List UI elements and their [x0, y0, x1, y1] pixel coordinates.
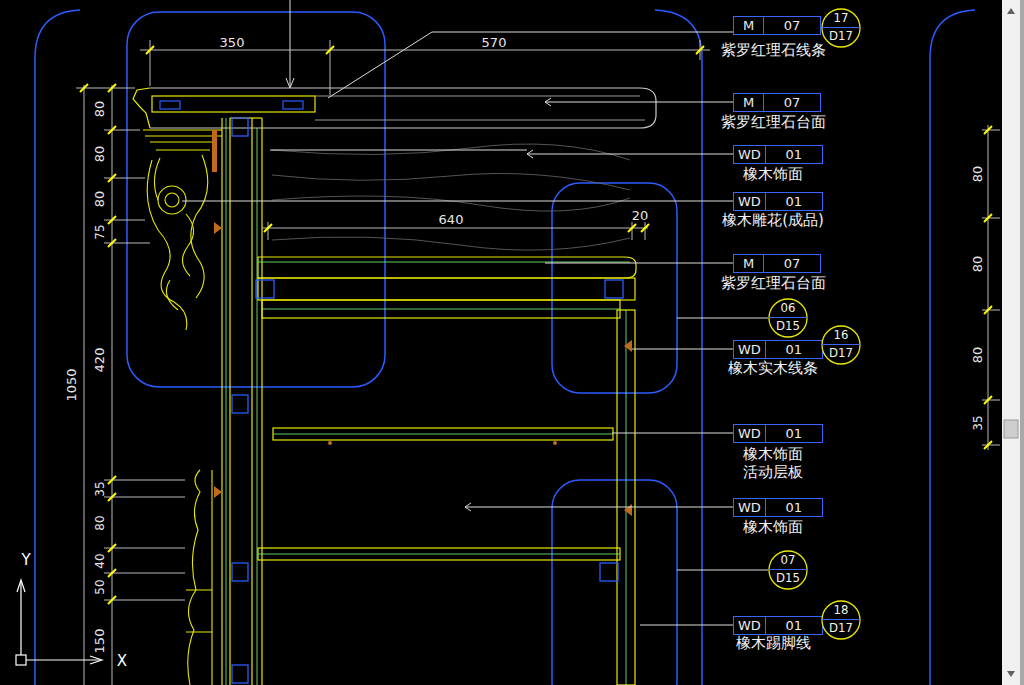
dimension-text: 20 [632, 208, 649, 224]
material-number: 01 [766, 425, 822, 442]
material-tag: M07 [733, 16, 821, 35]
axis-label: X [117, 652, 127, 670]
sheet-number: D15 [768, 319, 808, 334]
material-tag: WD01 [733, 498, 823, 517]
detail-number: 06 [768, 301, 808, 316]
material-code: WD [734, 146, 766, 163]
section-callout: 17D17 [821, 8, 861, 48]
material-code: WD [734, 341, 766, 358]
detail-number: 18 [821, 603, 861, 618]
material-tag: WD01 [733, 145, 823, 164]
material-tag: WD01 [733, 424, 823, 443]
dimension-text: 40 [93, 553, 107, 568]
dimension-text: 35 [971, 415, 985, 430]
dimension-text: 80 [92, 101, 108, 118]
dimension-text: 350 [220, 35, 245, 51]
dimension-text: 80 [93, 515, 107, 530]
material-number: 01 [766, 499, 822, 516]
material-code: M [734, 94, 764, 111]
material-code: WD [734, 193, 766, 210]
material-tag: WD01 [733, 192, 823, 211]
material-number: 07 [764, 255, 820, 272]
material-tag: WD01 [733, 616, 823, 635]
material-code: M [734, 255, 764, 272]
material-label: 橡木实木线条 [728, 359, 818, 377]
material-number: 01 [766, 617, 822, 634]
sheet-number: D17 [821, 29, 861, 44]
axis-label: Y [21, 551, 30, 569]
material-tag: WD01 [733, 340, 823, 359]
dimension-text: 80 [92, 191, 108, 208]
dimension-text: 80 [92, 146, 108, 163]
section-callout: 18D17 [821, 600, 861, 640]
dimension-text: 80 [970, 166, 986, 183]
section-callout: 07D15 [768, 550, 808, 590]
material-number: 01 [766, 193, 822, 210]
material-label: 橡木饰面 [743, 518, 803, 536]
section-callout: 06D15 [768, 298, 808, 338]
dimension-text: 420 [92, 348, 108, 373]
dimension-text: 75 [93, 224, 107, 239]
material-label: 紫罗红理石台面 [721, 274, 826, 292]
section-callout: 16D17 [821, 325, 861, 365]
dimension-text: 640 [439, 212, 464, 228]
detail-number: 07 [768, 553, 808, 568]
material-tag: M07 [733, 254, 821, 273]
sheet-number: D17 [821, 621, 861, 636]
material-number: 01 [766, 146, 822, 163]
sheet-number: D15 [768, 571, 808, 586]
material-number: 01 [766, 341, 822, 358]
dimension-text: 80 [970, 256, 986, 273]
material-label: 橡木踢脚线 [736, 634, 811, 652]
material-code: M [734, 17, 764, 34]
material-label: 紫罗红理石线条 [721, 41, 826, 59]
dimension-text: 570 [482, 35, 507, 51]
dimension-text: 1050 [64, 368, 80, 401]
dimension-text: 50 [93, 579, 107, 594]
material-code: WD [734, 499, 766, 516]
material-tag: M07 [733, 93, 821, 112]
material-label: 橡木饰面 [743, 165, 803, 183]
material-code: WD [734, 617, 766, 634]
material-label: 橡木饰面 活动层板 [739, 445, 808, 481]
dimension-text: 150 [92, 629, 108, 654]
material-number: 07 [764, 17, 820, 34]
dimension-text: 80 [970, 347, 986, 364]
detail-number: 17 [821, 11, 861, 26]
dimension-text: 35 [93, 481, 107, 496]
material-label: 橡木雕花(成品) [722, 211, 824, 229]
material-code: WD [734, 425, 766, 442]
detail-number: 16 [821, 328, 861, 343]
sheet-number: D17 [821, 346, 861, 361]
material-number: 07 [764, 94, 820, 111]
material-label: 紫罗红理石台面 [721, 113, 826, 131]
